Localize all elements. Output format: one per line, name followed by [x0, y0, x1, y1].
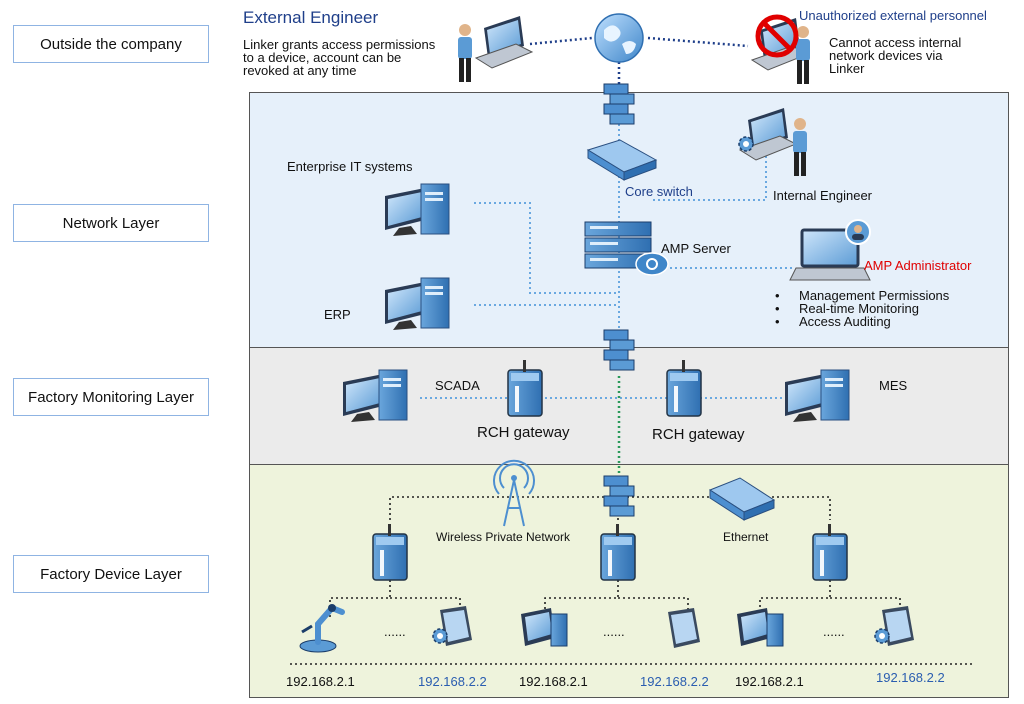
internal-engineer-person-icon: [793, 118, 807, 176]
ethernet-label: Ethernet: [723, 530, 769, 544]
ip-address-label: 192.168.2.2: [640, 674, 709, 689]
amp-feature-list: •Management Permissions •Real-time Monit…: [775, 289, 949, 328]
wireless-network-label: Wireless Private Network: [436, 530, 571, 544]
enterprise-it-label: Enterprise IT systems: [287, 159, 413, 174]
ellipsis-2: ......: [603, 624, 625, 639]
amp-server-icon: [584, 221, 652, 269]
link-engineer-internet: [529, 36, 593, 46]
link-gw2-left: [544, 580, 619, 620]
feature-real-time-monitoring: Real-time Monitoring: [799, 301, 919, 316]
amp-feature-item: •Real-time Monitoring: [775, 301, 919, 316]
rch-gateway-2-label: RCH gateway: [652, 426, 745, 443]
unauthorized-title: Unauthorized external personnel: [799, 8, 987, 23]
external-engineer-description: Linker grants access permissions to a de…: [243, 38, 435, 77]
forbidden-icon: [755, 14, 799, 58]
internal-engineer-gear-icon: [738, 136, 754, 152]
rch-gateway-2-icon: [666, 359, 702, 417]
layer-label-monitoring-text: Factory Monitoring Layer: [28, 388, 194, 406]
link-enterprise-it: [474, 202, 619, 294]
unauth-desc-line-1: Cannot access internal: [829, 35, 962, 50]
mes-label: MES: [879, 378, 908, 393]
amp-admin-avatar-icon: [845, 219, 871, 245]
firewall-bottom-icon: [603, 475, 635, 517]
layer-label-network-text: Network Layer: [62, 214, 160, 232]
erp-label: ERP: [324, 307, 351, 322]
firewall-top-icon: [603, 83, 635, 125]
device-gateway-3-icon: [812, 523, 848, 581]
touch-panel-icon: [668, 608, 700, 648]
ip-address-label: 192.168.2.1: [286, 674, 355, 689]
link-coreswitch-internal-engineer: [653, 150, 767, 201]
ellipsis-3: ......: [823, 624, 845, 639]
unauthorized-description: Cannot access internal network devices v…: [829, 36, 961, 75]
amp-cloud-link-icon: [635, 252, 669, 276]
layer-label-network: Network Layer: [13, 204, 209, 242]
ip-address-label: 192.168.2.2: [876, 670, 945, 685]
unauth-desc-line-3: Linker: [829, 61, 865, 76]
firewall-middle-icon: [603, 329, 635, 371]
link-gw2-right: [618, 597, 689, 620]
ip-address-label: 192.168.2.1: [519, 674, 588, 689]
internal-engineer-laptop-icon: [739, 107, 797, 161]
amp-admin-label: AMP Administrator: [864, 258, 972, 273]
internal-engineer-label: Internal Engineer: [773, 188, 873, 203]
robot-arm-icon: [299, 604, 345, 653]
link-gw1-right: [390, 597, 461, 620]
external-desc-line-3: revoked at any time: [243, 63, 357, 78]
link-device-bus-top: [389, 496, 831, 520]
scada-pc-icon: [342, 369, 408, 423]
link-internet-unauth: [647, 36, 749, 48]
device-gateway-2-icon: [600, 523, 636, 581]
ethernet-switch-icon: [708, 477, 776, 521]
wireless-tower-icon: [493, 459, 535, 527]
external-desc-line-1: Linker grants access permissions: [243, 37, 436, 52]
core-switch-label: Core switch: [625, 184, 693, 199]
ellipsis-1: ......: [384, 624, 406, 639]
core-switch-icon: [586, 139, 658, 181]
layer-label-outside-text: Outside the company: [40, 35, 182, 53]
amp-feature-item: •Access Auditing: [775, 314, 891, 329]
ip-address-label: 192.168.2.1: [735, 674, 804, 689]
layer-label-outside: Outside the company: [13, 25, 209, 63]
network-layer-band: [249, 92, 1009, 348]
external-engineer-laptop-icon: [475, 15, 533, 69]
mes-pc-icon: [784, 369, 850, 423]
scada-label: SCADA: [435, 378, 480, 393]
industrial-pc-1-icon: [520, 607, 568, 647]
internet-globe-icon: [594, 13, 644, 63]
layer-label-device-text: Factory Device Layer: [40, 565, 182, 583]
feature-access-auditing: Access Auditing: [799, 314, 891, 329]
hmi-panel-2-gear-icon: [874, 628, 890, 644]
layer-label-monitoring: Factory Monitoring Layer: [13, 378, 209, 416]
hmi-panel-1-gear-icon: [432, 628, 448, 644]
device-gateway-1-icon: [372, 523, 408, 581]
link-gw3-right: [830, 597, 901, 620]
device-layer-band: [249, 464, 1009, 698]
industrial-pc-2-icon: [736, 607, 784, 647]
layer-label-device: Factory Device Layer: [13, 555, 209, 593]
ip-address-label: 192.168.2.2: [418, 674, 487, 689]
amp-feature-item: •Management Permissions: [775, 288, 950, 303]
feature-management-permissions: Management Permissions: [799, 288, 950, 303]
unauth-desc-line-2: network devices via: [829, 48, 943, 63]
amp-admin-laptop-icon: [789, 228, 871, 281]
amp-server-label: AMP Server: [661, 241, 731, 256]
rch-gateway-1-icon: [507, 359, 543, 417]
rch-gateway-1-label: RCH gateway: [477, 424, 570, 441]
enterprise-it-pc-icon: [384, 183, 450, 237]
external-engineer-person-icon: [458, 24, 472, 82]
erp-pc-icon: [384, 277, 450, 331]
external-desc-line-2: to a device, account can be: [243, 50, 402, 65]
external-engineer-title: External Engineer: [243, 8, 379, 27]
